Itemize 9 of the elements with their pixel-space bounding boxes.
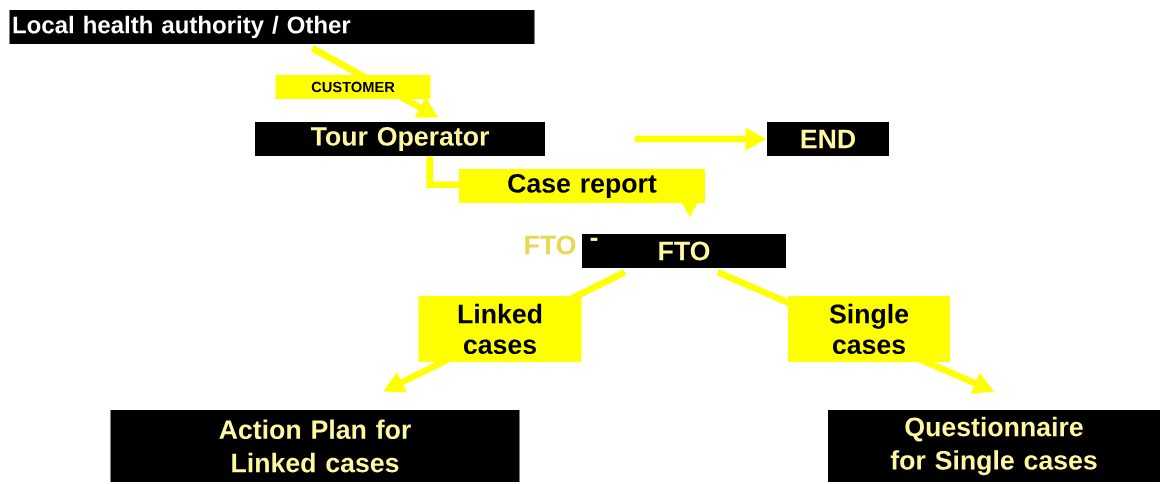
- edge-label: Linked cases: [418, 296, 582, 362]
- faint-text: FTO: [525, 235, 576, 255]
- faint-text: -: [590, 237, 598, 241]
- process-box: Local health authority / Other: [9, 10, 535, 44]
- process-box: Questionnaire for Single cases: [828, 410, 1160, 482]
- edge-label: Single cases: [788, 296, 950, 362]
- process-box: END: [767, 122, 889, 156]
- process-box: Action Plan for Linked cases: [110, 410, 520, 482]
- process-box: Tour Operator: [255, 122, 545, 156]
